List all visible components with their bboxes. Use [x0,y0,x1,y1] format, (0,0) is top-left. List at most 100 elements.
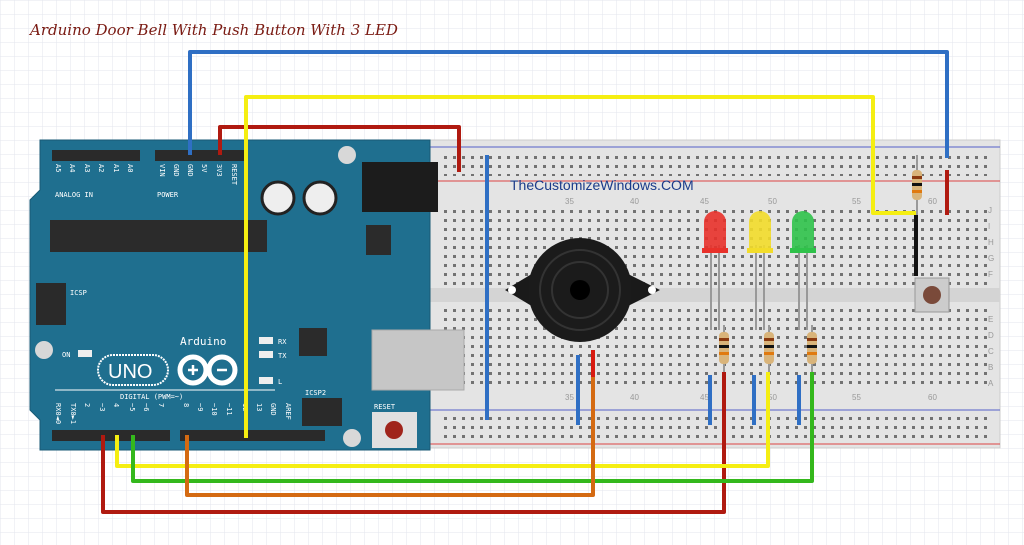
pin-label: ~9 [196,403,204,411]
column-number: 35 [565,393,574,402]
pin-label: ~10 [210,403,218,416]
wire-green-pin5 [131,372,814,483]
rx-label: RX [278,338,287,346]
led-green [790,211,816,330]
rx-led [259,337,273,344]
pin-label: 4 [112,403,120,407]
row-letter: B [988,363,993,372]
row-letter: C [988,347,994,356]
usb-chip [299,328,327,356]
row-letter: E [988,315,993,324]
row-letter: I [988,222,990,231]
digital-header-low [52,430,170,441]
pin-label: A3 [83,164,91,172]
microcontroller-chip [50,220,267,252]
led-yellow [747,211,773,330]
pull-down-resistor [912,155,922,215]
uno-logo-text: UNO [108,361,152,383]
piezo-buzzer [505,238,660,342]
icsp2-header [302,398,342,426]
analog-in-label: ANALOG IN [55,191,93,199]
wire-orange-pin8 [185,375,595,497]
pin-label: ~11 [225,403,233,416]
column-number: 60 [928,197,937,206]
digital-header-high [180,430,325,441]
wire-yellow-pin4 [115,372,770,468]
led-red [702,211,728,330]
row-letter: D [988,331,994,340]
row-letter: F [988,270,993,279]
pin-label: ~6 [142,403,150,411]
watermark: TheCustomizeWindows.COM [510,177,694,193]
pin-label: A2 [97,164,105,172]
resistor [764,325,774,375]
wire-red-pin3 [101,372,726,514]
wire-yellow-pin12 [244,95,916,438]
pin-label: GND [172,164,180,177]
column-number: 45 [700,197,709,206]
column-number: 45 [700,393,709,402]
column-number: 55 [852,197,861,206]
row-letter: A [988,379,994,388]
pin-label: TX0►1 [69,403,77,424]
on-led [78,350,92,357]
bottom-terminal-strip [438,305,993,390]
pin-label: RESET [230,164,238,186]
column-number: 35 [565,197,574,206]
arduino-uno-board: ANALOG IN POWER ICSP ON UNO Arduino RX T… [29,139,465,451]
pin-label: 3V3 [215,164,223,177]
wire-red-3v3 [218,125,461,172]
pin-label: GND [269,403,277,416]
breadboard: 35 40 45 50 55 60 35 40 45 50 55 60 JIHG… [429,139,1001,449]
mounting-hole [343,429,361,447]
usb-port [371,329,465,391]
pin-label: 7 [157,403,165,407]
arduino-brand: Arduino [180,335,226,348]
icsp-label: ICSP [70,289,87,297]
column-number: 40 [630,393,639,402]
pin-label: AREF [284,403,292,420]
pin-label: A4 [68,164,76,172]
resistor [807,325,817,375]
column-number: 40 [630,197,639,206]
pin-label: 13 [255,403,263,411]
row-letter: G [988,254,994,263]
pin-label: ~5 [128,403,136,411]
power-jack [362,162,438,212]
row-letter: H [988,238,994,247]
reset-button-cap[interactable] [385,421,403,439]
column-number: 50 [768,197,777,206]
power-header [155,150,245,161]
l-label: L [278,378,282,386]
arduino-infinity-logo [177,354,238,386]
capacitor [302,180,338,216]
pin-label: 5V [200,164,208,173]
bottom-power-rail [438,415,993,439]
icsp-header [36,283,66,325]
column-number: 55 [852,393,861,402]
pin-label: A1 [112,164,120,172]
tx-led [259,351,273,358]
resistor [719,325,729,375]
push-button[interactable] [914,277,950,313]
top-power-rail [438,152,993,176]
diagram-title: Arduino Door Bell With Push Button With … [28,21,398,39]
wires [101,50,949,514]
column-number: 50 [768,393,777,402]
l-led [259,377,273,384]
column-number: 60 [928,393,937,402]
tx-label: TX [278,352,287,360]
pin-label: RX0◄0 [54,403,62,424]
digital-label: DIGITAL (PWM=~) [120,393,183,401]
row-letter: J [988,206,992,215]
power-label: POWER [157,191,179,199]
on-label: ON [62,351,70,359]
pin-label: A0 [126,164,134,172]
voltage-regulator [366,225,391,255]
pin-label: 2 [83,403,91,407]
reset-label: RESET [374,403,396,411]
